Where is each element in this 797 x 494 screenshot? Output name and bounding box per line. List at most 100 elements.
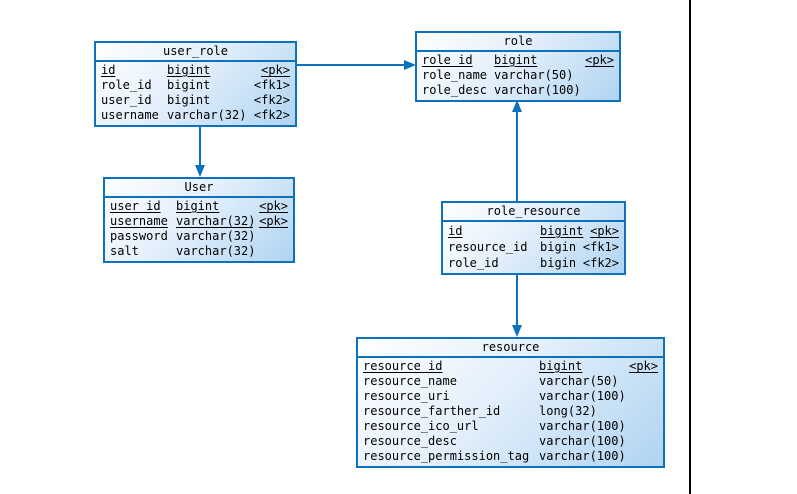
column-key xyxy=(652,404,658,419)
table-row: id bigint <pk> xyxy=(101,63,290,78)
column-key xyxy=(652,419,658,434)
column-name: resource_id xyxy=(363,359,443,373)
column-type: bigint xyxy=(540,240,577,254)
column-name: user_id xyxy=(110,199,161,213)
table-title: user_role xyxy=(96,43,295,62)
column-type: varchar(100) xyxy=(539,449,626,463)
entity-table-role[interactable]: role role_id bigint <pk> role_name varch… xyxy=(415,31,621,102)
entity-table-role-resource[interactable]: role_resource id bigint <pk> resource_id… xyxy=(441,201,626,275)
column-key xyxy=(608,68,614,83)
column-type: varchar(50) xyxy=(539,374,619,388)
table-row: resource_ico_url varchar(100) xyxy=(363,419,658,434)
table-row: role_desc varchar(100) xyxy=(422,83,614,98)
column-type: bigint xyxy=(167,78,211,92)
table-row: resource_desc varchar(100) xyxy=(363,434,658,449)
column-type: varchar(32) xyxy=(176,214,254,228)
table-title: role xyxy=(417,33,619,52)
column-name: resource_ico_url xyxy=(363,419,479,433)
column-key xyxy=(608,83,614,98)
column-key xyxy=(652,434,658,449)
table-row: username varchar(32) <pk> xyxy=(110,214,288,229)
column-name: resource_uri xyxy=(363,389,450,403)
table-row: id bigint <pk> xyxy=(448,223,619,239)
column-key: <fk2> xyxy=(253,93,290,107)
table-row: role_id bigint <fk1> xyxy=(101,78,290,93)
table-row: resource_id bigint <fk1> xyxy=(448,239,619,255)
column-type: varchar(100) xyxy=(494,83,581,97)
column-key xyxy=(652,449,658,464)
column-name: resource_permission_tag xyxy=(363,449,530,463)
column-name: salt xyxy=(110,244,139,258)
column-key: <pk> xyxy=(259,214,288,228)
column-key: <fk1> xyxy=(582,240,619,254)
table-row: resource_uri varchar(100) xyxy=(363,389,658,404)
column-type: varchar(100) xyxy=(539,419,626,433)
connector-user-role-to-role[interactable] xyxy=(297,64,404,66)
column-key: <pk> xyxy=(629,359,658,373)
page-break-line xyxy=(689,0,691,494)
table-row: salt varchar(32) xyxy=(110,244,288,259)
connector-user-role-to-user[interactable] xyxy=(199,125,201,165)
table-title: User xyxy=(105,179,293,198)
column-name: role_id xyxy=(448,256,499,270)
column-type: varchar(50) xyxy=(494,68,574,82)
column-type: bigint xyxy=(540,256,577,270)
column-name: resource_id xyxy=(448,240,528,254)
table-row: role_name varchar(50) xyxy=(422,68,614,83)
column-key: <fk2> xyxy=(253,108,290,122)
column-type: bigint xyxy=(167,63,211,77)
table-row: password varchar(32) xyxy=(110,229,288,244)
entity-table-user[interactable]: User user_id bigint <pk> username varcha… xyxy=(103,177,295,263)
arrowhead-down-icon xyxy=(512,325,522,337)
column-name: resource_farther_id xyxy=(363,404,501,418)
arrowhead-up-icon xyxy=(512,100,522,112)
column-type: varchar(32) xyxy=(176,229,256,243)
column-type: varchar(32) xyxy=(167,108,247,122)
entity-table-user-role[interactable]: user_role id bigint <pk> role_id bigint … xyxy=(94,41,297,127)
column-key xyxy=(282,244,288,259)
column-type: bigint xyxy=(167,93,211,107)
column-key: <pk> xyxy=(585,53,614,67)
column-type: long(32) xyxy=(539,404,597,418)
column-name: resource_desc xyxy=(363,434,457,448)
table-body: id bigint <pk> resource_id bigint <fk1> … xyxy=(443,222,624,273)
column-key: <pk> xyxy=(259,199,288,213)
table-title: role_resource xyxy=(443,203,624,222)
table-row: resource_id bigint <pk> xyxy=(363,359,658,374)
column-type: varchar(100) xyxy=(539,434,626,448)
column-name: role_id xyxy=(422,53,473,67)
table-row: resource_permission_tag varchar(100) xyxy=(363,449,658,464)
column-name: role_id xyxy=(101,78,152,92)
table-row: role_id bigint <fk2> xyxy=(448,255,619,271)
connector-role-resource-to-role[interactable] xyxy=(516,112,518,201)
column-type: varchar(100) xyxy=(539,389,626,403)
table-row: resource_farther_id long(32) xyxy=(363,404,658,419)
column-key: <fk1> xyxy=(253,78,290,92)
column-type: bigint xyxy=(176,199,220,213)
table-body: user_id bigint <pk> username varchar(32)… xyxy=(105,198,293,261)
column-key xyxy=(282,229,288,244)
table-row: user_id bigint <fk2> xyxy=(101,93,290,108)
column-key: <fk2> xyxy=(582,256,619,270)
column-type: bigint xyxy=(540,224,584,238)
column-key xyxy=(652,389,658,404)
column-key: <pk> xyxy=(261,63,290,77)
column-name: resource_name xyxy=(363,374,457,388)
column-key xyxy=(652,374,658,389)
connector-role-resource-to-resource[interactable] xyxy=(516,273,518,325)
arrowhead-down-icon xyxy=(195,165,205,177)
column-name: password xyxy=(110,229,168,243)
entity-table-resource[interactable]: resource resource_id bigint <pk> resourc… xyxy=(356,337,665,468)
table-row: user_id bigint <pk> xyxy=(110,199,288,214)
table-body: resource_id bigint <pk> resource_name va… xyxy=(358,358,663,466)
column-name: username xyxy=(110,214,168,228)
table-row: role_id bigint <pk> xyxy=(422,53,614,68)
column-name: id xyxy=(101,63,116,77)
table-row: username varchar(32) <fk2> xyxy=(101,108,290,123)
arrowhead-right-icon xyxy=(404,60,416,70)
column-name: role_name xyxy=(422,68,488,82)
table-title: resource xyxy=(358,339,663,358)
column-name: username xyxy=(101,108,159,122)
column-key: <pk> xyxy=(590,224,619,238)
